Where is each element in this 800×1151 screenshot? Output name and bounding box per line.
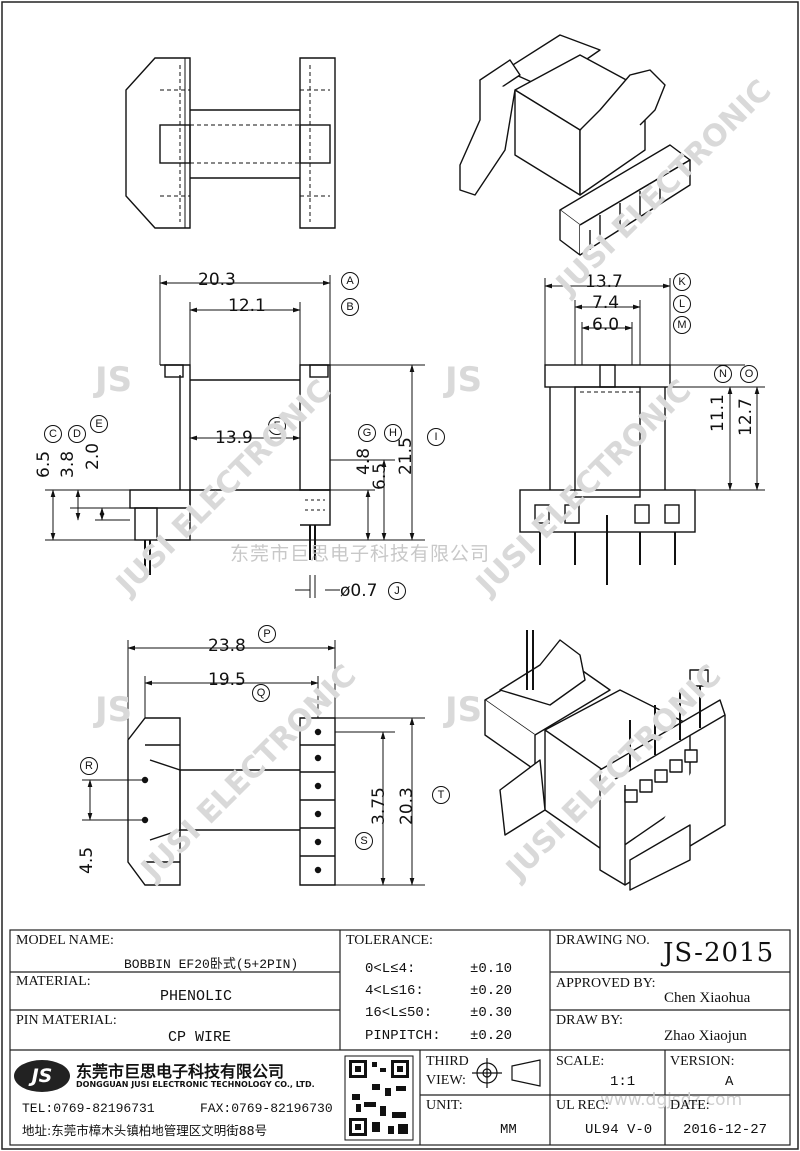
top-view [125, 57, 336, 229]
approved-value: Chen Xiaohua [664, 990, 751, 1006]
callout-n: N [714, 365, 732, 383]
callout-p: P [258, 625, 276, 643]
company-logo-icon [14, 1060, 70, 1092]
tol3-range: 16<L≤50: [365, 1005, 433, 1021]
dims-side-right [544, 278, 765, 491]
view-label: VIEW: [426, 1073, 466, 1088]
dims-bottom [82, 640, 425, 886]
callout-a: A [341, 272, 359, 290]
dim-203: 20.3 [397, 787, 417, 825]
unit-label: UNIT: [426, 1098, 463, 1113]
isometric-view-top [459, 34, 691, 256]
callout-r: R [80, 757, 98, 775]
callout-b: B [341, 298, 359, 316]
company-fax: FAX:0769-82196730 [200, 1101, 333, 1116]
dim-bottom-inner: 19.5 [208, 670, 246, 690]
callout-e: E [90, 415, 108, 433]
callout-s: S [355, 832, 373, 850]
company-name-cn: 东莞市巨思电子科技有限公司 [76, 1062, 285, 1081]
scale-label: SCALE: [556, 1054, 605, 1069]
scale-value: 1:1 [610, 1074, 636, 1090]
unit-value: MM [500, 1122, 517, 1138]
dim-front-w2: 7.4 [592, 293, 620, 313]
callout-g: G [358, 424, 376, 442]
front-view-left [129, 364, 331, 575]
dim-front-width: 13.7 [585, 272, 623, 292]
dim-top-width: 20.3 [198, 270, 236, 290]
draw-label: DRAW BY: [556, 1013, 623, 1028]
dim-front-h1: 11.1 [708, 394, 728, 432]
ul-label: UL REC: [556, 1098, 609, 1113]
material-label: MATERIAL: [16, 974, 91, 989]
dims-front-left [45, 275, 425, 598]
drawing-no-value: JS-2015 [663, 938, 775, 968]
bottom-view [127, 717, 336, 886]
material-value: PHENOLIC [160, 988, 233, 1005]
callout-c: C [44, 425, 62, 443]
dim-top-inner: 12.1 [228, 296, 266, 316]
company-tel: TEL:0769-82196731 [22, 1101, 155, 1116]
callout-m: M [673, 316, 691, 334]
dim-pitch-45: 4.5 [77, 846, 97, 874]
company-name-en: DONGGUAN JUSI ELECTRONIC TECHNOLOGY CO.,… [76, 1080, 315, 1089]
dim-left-38: 3.8 [58, 450, 78, 478]
date-value: 2016-12-27 [683, 1122, 768, 1138]
dim-right-215: 21.5 [396, 437, 416, 475]
callout-l: L [673, 295, 691, 313]
version-value: A [725, 1074, 734, 1090]
version-label: VERSION: [670, 1054, 735, 1069]
model-name-label: MODEL NAME: [16, 933, 114, 948]
dim-mid-139: 13.9 [215, 428, 253, 448]
dim-front-w3: 6.0 [592, 315, 620, 335]
callout-k: K [673, 273, 691, 291]
company-address: 地址:东莞市樟木头镇柏地管理区文明街88号 [22, 1123, 268, 1138]
pin-material-label: PIN MATERIAL: [16, 1013, 117, 1028]
dim-bottom-width: 23.8 [208, 636, 246, 656]
pin-material-value: CP WIRE [168, 1029, 232, 1046]
third-label: THIRD [426, 1054, 469, 1069]
approved-label: APPROVED BY: [556, 976, 656, 991]
company-logo-text: JS [31, 1065, 53, 1087]
tol4-value: ±0.20 [470, 1028, 513, 1044]
dim-front-h2: 12.7 [736, 398, 756, 436]
tol3-value: ±0.30 [470, 1005, 513, 1021]
dim-left-65: 6.5 [34, 450, 54, 478]
qr-code-icon [344, 1055, 414, 1141]
tolerance-label: TOLERANCE: [346, 933, 433, 948]
tol4-range: PINPITCH: [365, 1028, 441, 1044]
callout-f: F [268, 417, 286, 435]
dim-left-20: 2.0 [83, 442, 103, 470]
dim-375: 3.75 [369, 787, 389, 825]
tol2-value: ±0.20 [470, 983, 513, 999]
date-label: DATE: [670, 1098, 710, 1113]
dim-right-65: 6.5 [370, 462, 390, 490]
callout-q: Q [252, 684, 270, 702]
tol2-range: 4<L≤16: [365, 983, 424, 999]
ul-value: UL94 V-0 [585, 1122, 653, 1138]
tol1-value: ±0.10 [470, 961, 513, 977]
callout-o: O [740, 365, 758, 383]
side-view-right [519, 364, 696, 585]
third-angle-projection-icon [472, 1058, 541, 1088]
callout-j: J [388, 582, 406, 600]
tol1-range: 0<L≤4: [365, 961, 416, 977]
callout-t: T [432, 786, 450, 804]
callout-d: D [68, 425, 86, 443]
model-name-value: BOBBIN EF20卧式(5+2PIN) [124, 957, 299, 972]
callout-h: H [384, 424, 402, 442]
dim-pin-diameter: ø0.7 [340, 581, 378, 601]
title-block-grid [9, 929, 791, 1146]
isometric-view-bottom [484, 630, 726, 891]
drawing-no-label: DRAWING NO. [556, 933, 650, 948]
callout-i: I [427, 428, 445, 446]
draw-value: Zhao Xiaojun [664, 1028, 747, 1044]
